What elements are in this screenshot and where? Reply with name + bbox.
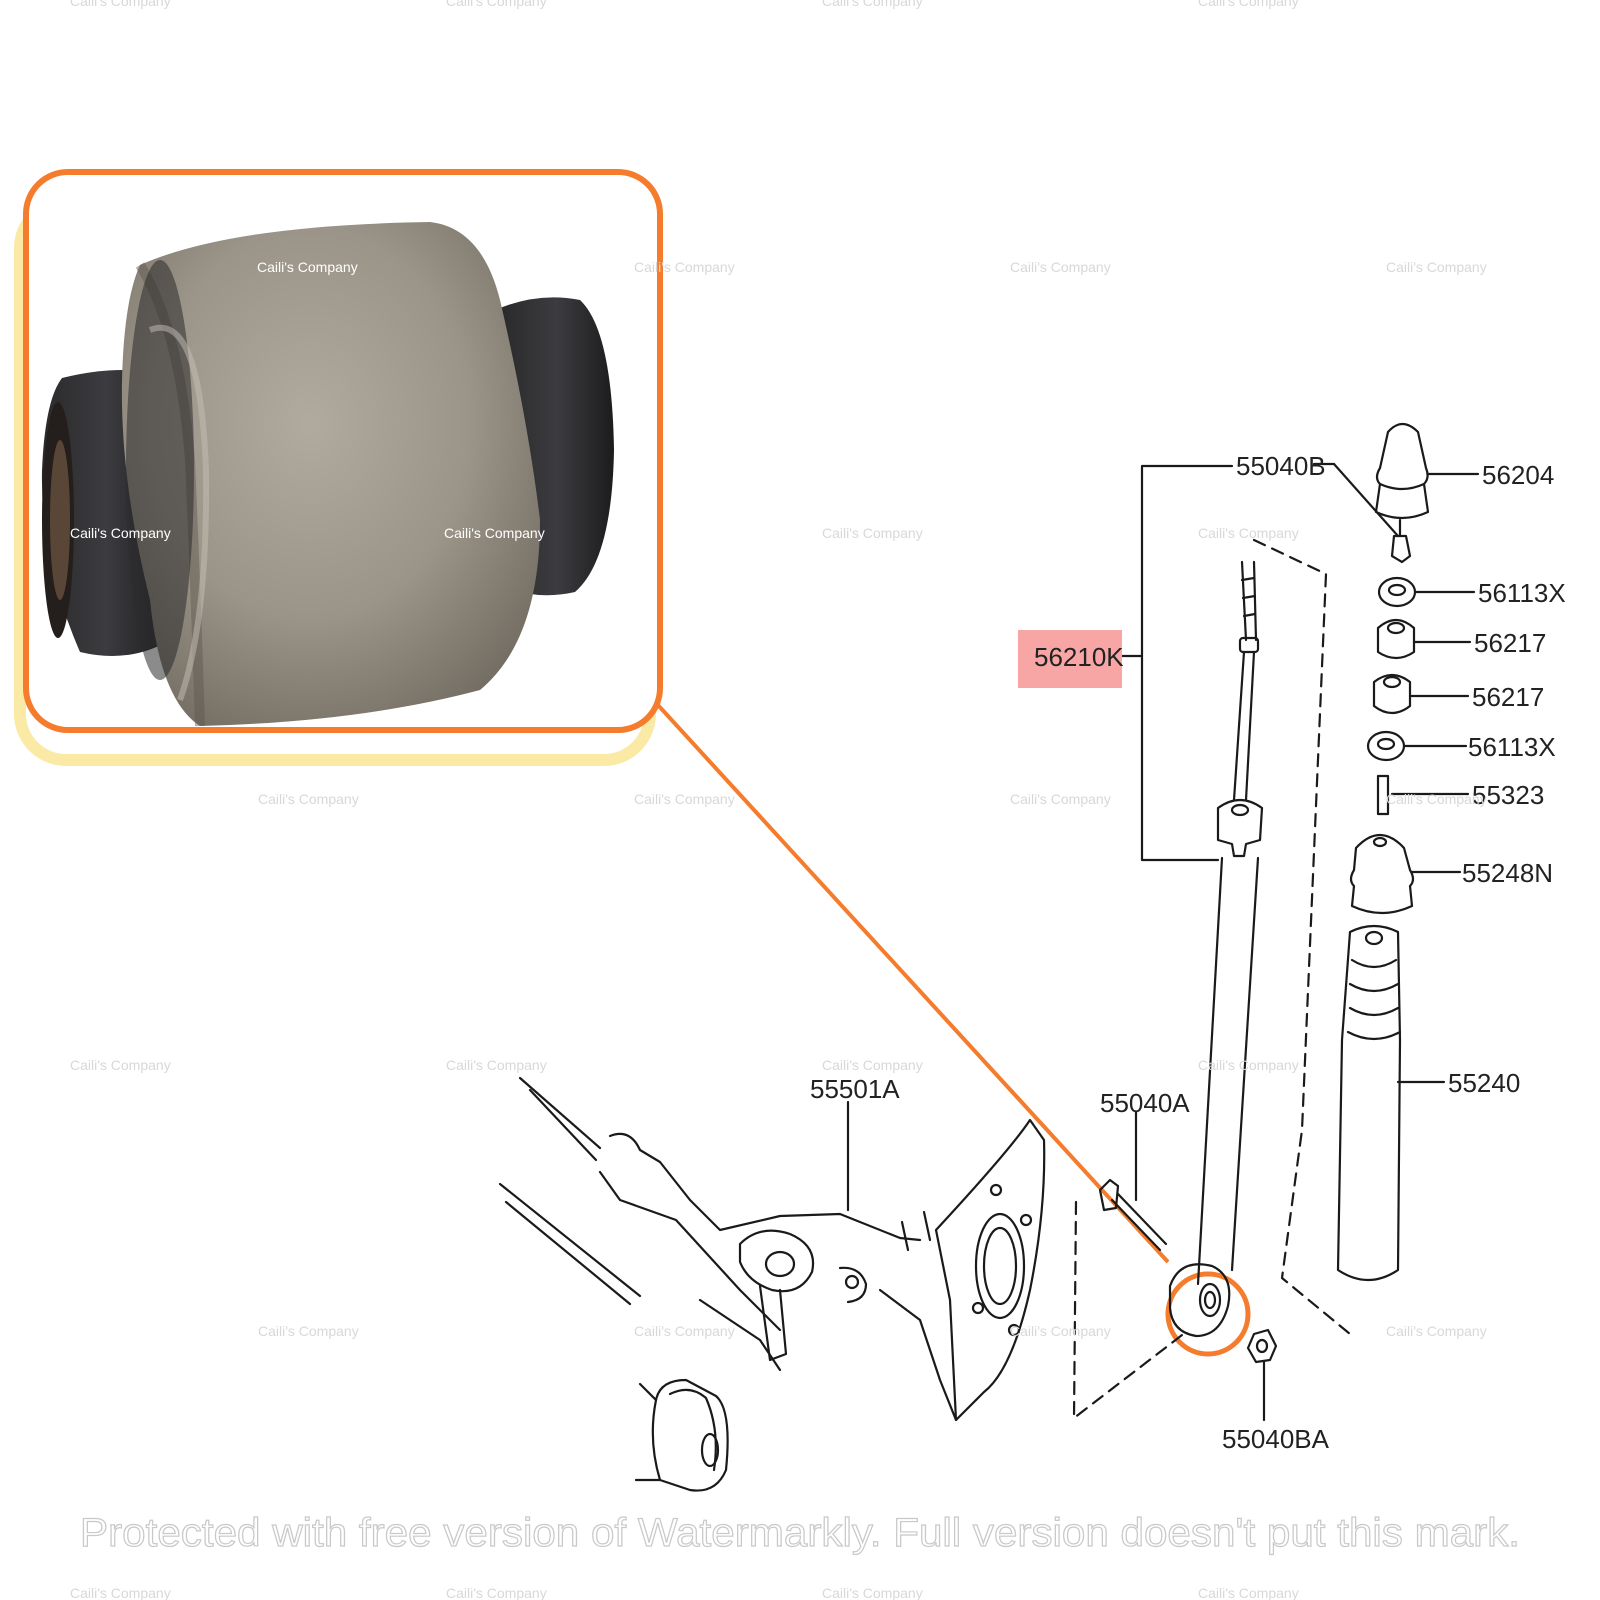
bushing-callout-circle [1165,1271,1251,1357]
company-watermark: Caili's Company [1386,791,1487,807]
part-label-55240: 55240 [1448,1068,1520,1098]
part-label-56217: 56217 [1474,628,1546,658]
shock-absorber [1168,560,1264,1338]
company-watermark: Caili's Company [446,1585,547,1600]
photo-frame [23,169,663,733]
part-label-55040A: 55040A [1100,1088,1190,1118]
part-highlight [1018,630,1122,688]
company-watermark: Caili's Company [822,525,923,541]
company-watermark: Caili's Company [446,0,547,9]
photo-watermark: Caili's Company [257,259,358,275]
part-label-56204: 56204 [1482,460,1554,490]
part-label-56113X: 56113X [1468,732,1556,762]
company-watermark: Caili's Company [70,1057,171,1073]
company-watermark: Caili's Company [258,1323,359,1339]
axle-beam [498,1076,1046,1492]
part-labels: 55040B 56210K 56204 56113X 56217 56217 5… [810,451,1566,1454]
company-watermark: Caili's Company [1198,1057,1299,1073]
company-watermark: Caili's Company [446,1057,547,1073]
photo-watermark: Caili's Company [444,525,545,541]
part-label-55040BA: 55040BA [1222,1424,1330,1454]
part-label-55040B: 55040B [1236,451,1326,481]
part-label-56217: 56217 [1472,682,1544,712]
company-watermark: Caili's Company [1198,525,1299,541]
company-watermark: Caili's Company [634,1323,735,1339]
company-watermark: Caili's Company [634,791,735,807]
company-watermark: Caili's Company [1386,1323,1487,1339]
dashed-guides [1072,538,1352,1420]
company-watermark: Caili's Company [1386,259,1487,275]
company-watermark: Caili's Company [822,1057,923,1073]
bushing-photo-inset: Caili's Company Caili's Company Caili's … [14,169,663,766]
part-label-55501A: 55501A [810,1074,900,1104]
company-watermark: Caili's Company [822,0,923,9]
photo-watermark: Caili's Company [70,525,171,541]
watermarkly-banner: Protected with free version of Watermark… [80,1511,1520,1555]
company-watermark: Caili's Company [1198,1585,1299,1600]
company-watermark: Caili's Company [70,1585,171,1600]
callout-line [655,702,1170,1264]
part-56204-cap [1374,422,1480,520]
part-label-56210K: 56210K [1034,642,1124,672]
part-label-56113X: 56113X [1478,578,1566,608]
part-label-55248N: 55248N [1462,858,1553,888]
company-watermark: Caili's Company [822,1585,923,1600]
company-watermark: Caili's Company [1198,0,1299,9]
exploded-drawing [498,422,1480,1492]
company-watermark: Caili's Company [1010,791,1111,807]
company-watermark: Caili's Company [634,259,735,275]
company-watermark: Caili's Company [1010,1323,1111,1339]
company-watermark: Caili's Company [258,791,359,807]
bushing-photo [26,172,660,730]
company-watermark: Caili's Company [1010,259,1111,275]
watermark-grid: Caili's Company Caili's Company Caili's … [70,0,1487,1600]
company-watermark: Caili's Company [70,0,171,9]
part-label-55323: 55323 [1472,780,1544,810]
